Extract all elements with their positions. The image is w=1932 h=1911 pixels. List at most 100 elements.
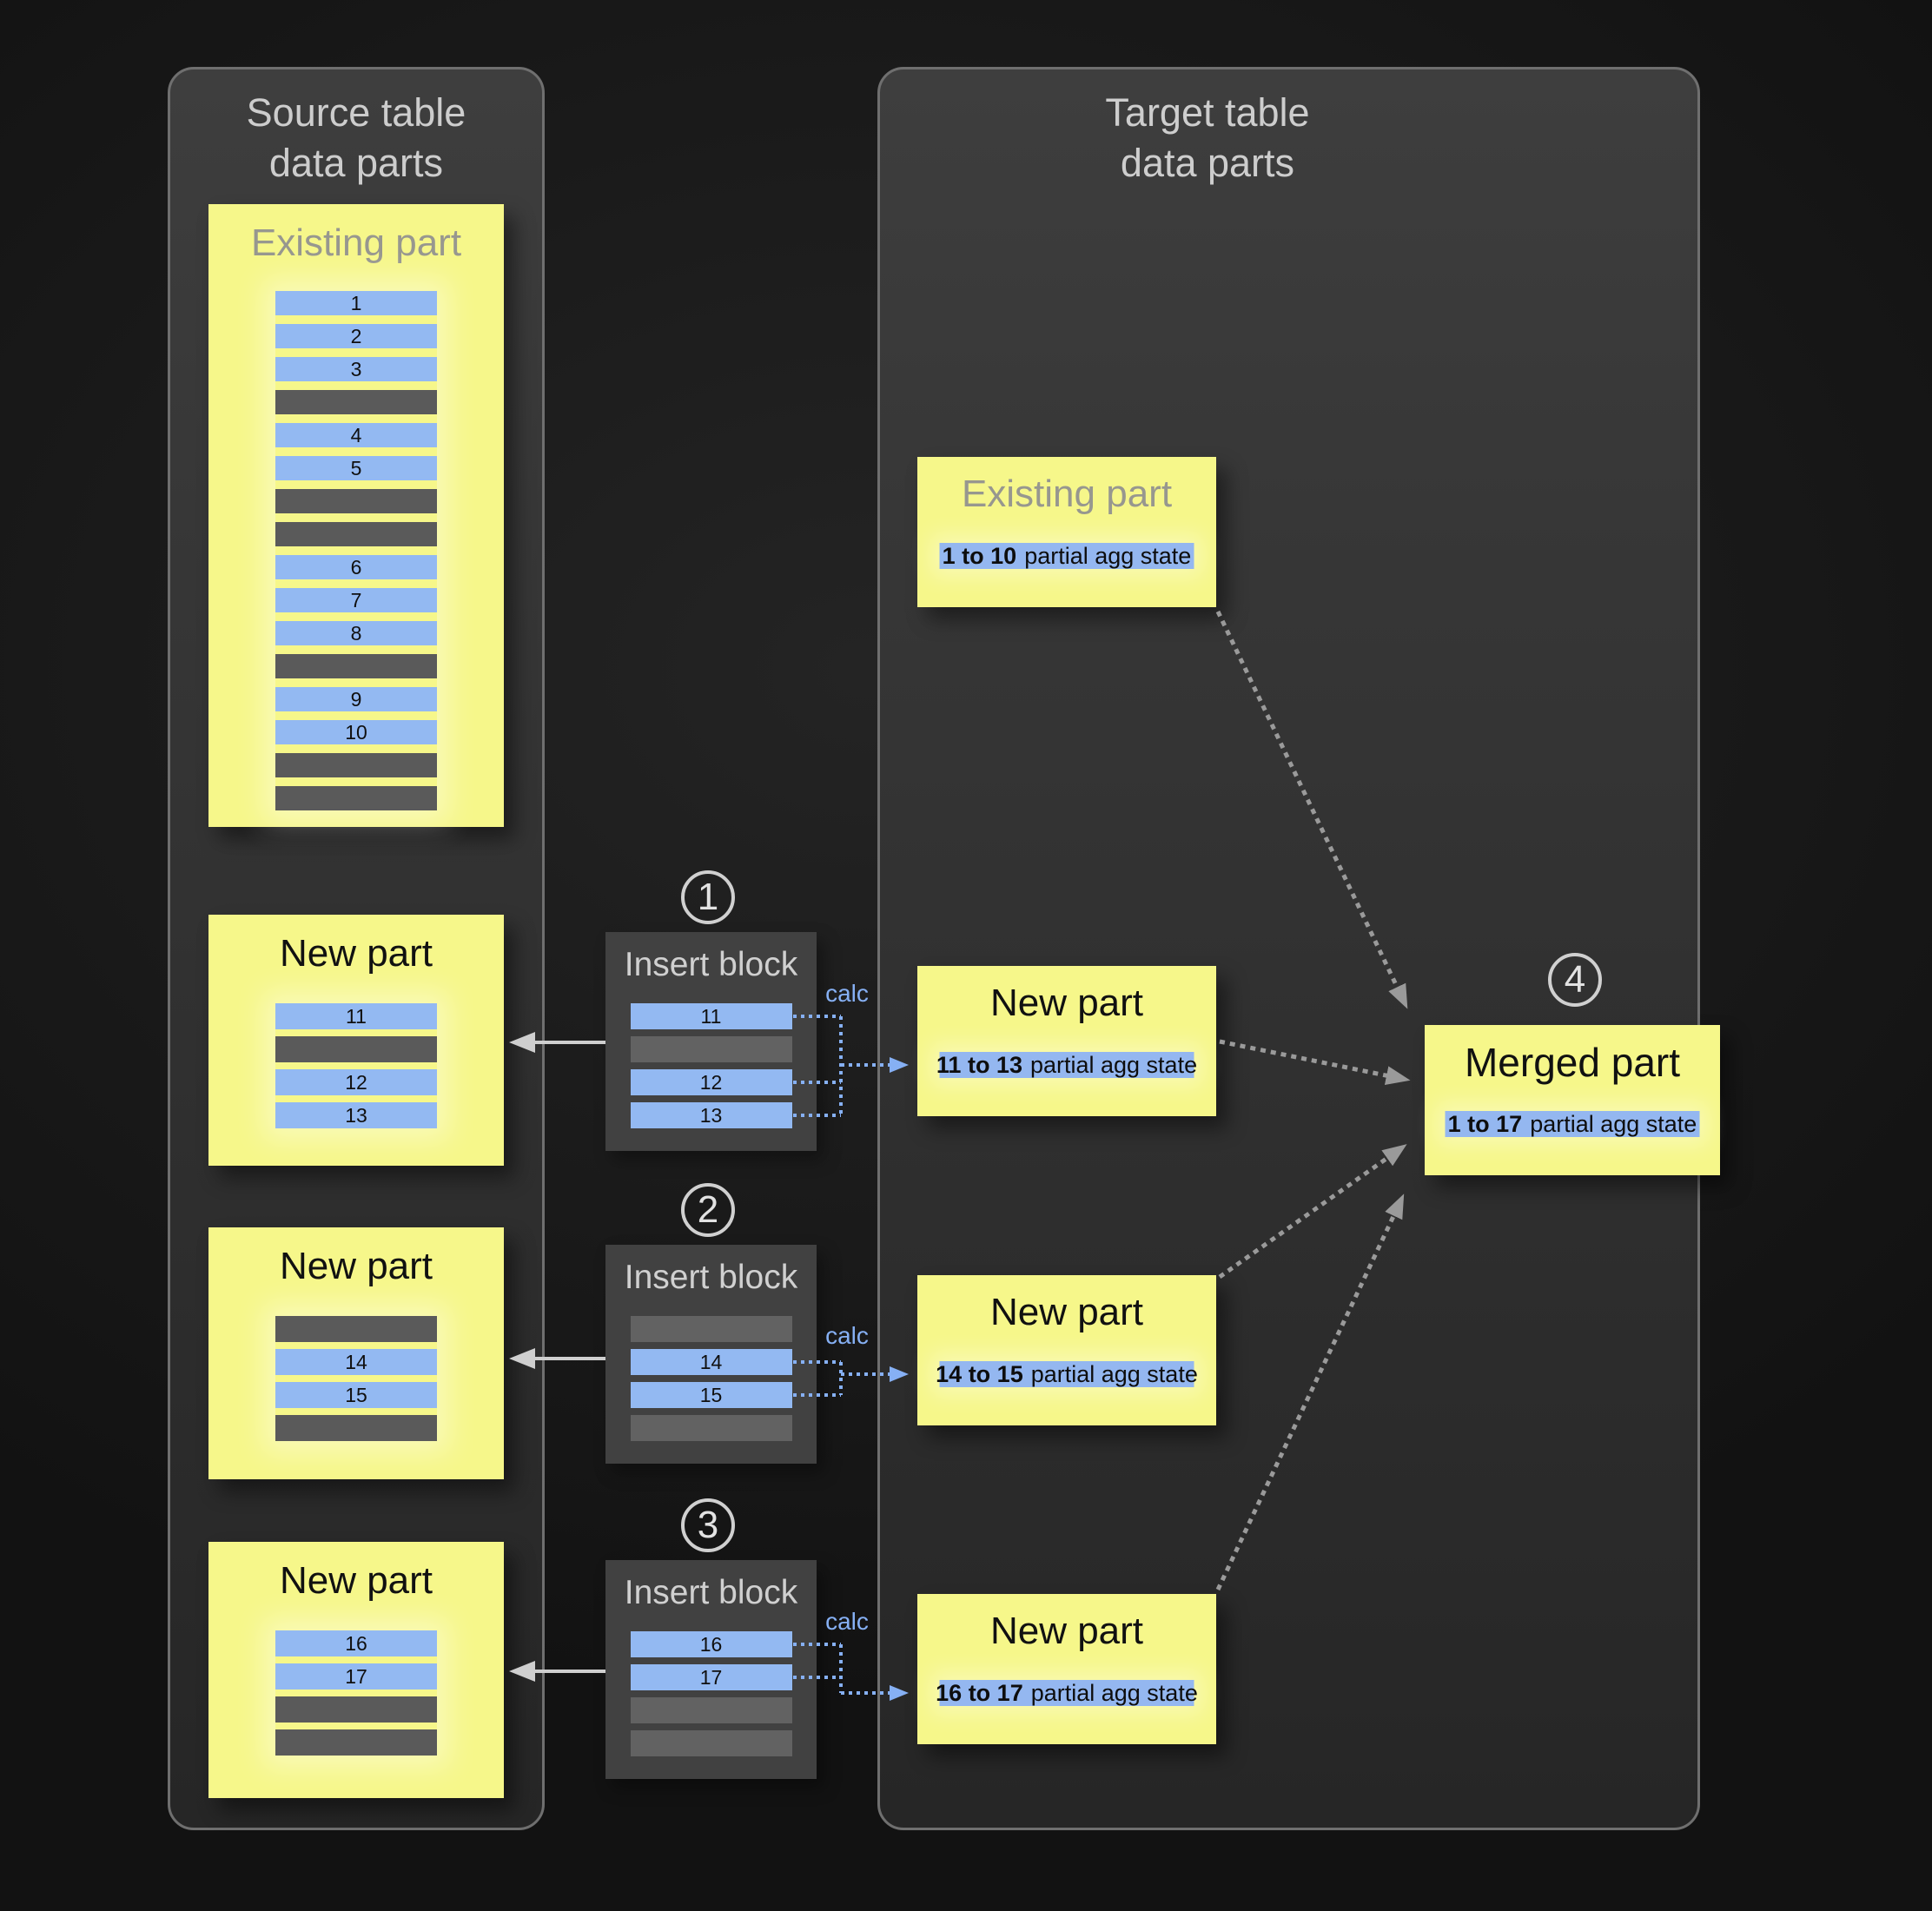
data-row: 11 bbox=[275, 1003, 437, 1029]
calc-label-2: calc bbox=[825, 1322, 869, 1349]
insert-block-3-title: Insert block bbox=[624, 1574, 798, 1611]
data-row: 12 bbox=[275, 1069, 437, 1095]
agg-state-text: partial agg state bbox=[1024, 542, 1192, 569]
step-4-circle: 4 bbox=[1548, 953, 1602, 1007]
data-row: 10 bbox=[275, 720, 437, 744]
source-new-part-3-title: New part bbox=[279, 1559, 433, 1602]
empty-row bbox=[275, 1696, 437, 1723]
target-new-part-2-title: New part bbox=[989, 1291, 1144, 1333]
empty-row bbox=[275, 1036, 437, 1062]
step-1-circle: 1 bbox=[681, 870, 735, 924]
source-panel-title-line1: Source table bbox=[246, 90, 466, 135]
target-existing-part: Existing part 1 to 10 partial agg state bbox=[917, 457, 1216, 607]
agg-state-band-1-10: 1 to 10 partial agg state bbox=[939, 542, 1194, 569]
data-row: 17 bbox=[275, 1663, 437, 1689]
empty-row bbox=[630, 1730, 792, 1756]
data-row: 17 bbox=[630, 1664, 792, 1690]
data-row: 11 bbox=[630, 1003, 792, 1029]
calc-label-3: calc bbox=[825, 1608, 869, 1635]
target-new-part-1-title: New part bbox=[989, 982, 1144, 1024]
agg-state-text: partial agg state bbox=[1029, 1051, 1198, 1078]
agg-state-text: partial agg state bbox=[1030, 1360, 1198, 1387]
empty-row bbox=[275, 1415, 437, 1441]
data-row: 2 bbox=[275, 324, 437, 348]
data-row: 15 bbox=[275, 1382, 437, 1408]
insert-block-1: Insert block 11 12 13 bbox=[605, 932, 817, 1151]
target-panel-title-line1: Target table bbox=[1105, 90, 1310, 135]
data-row: 6 bbox=[275, 555, 437, 579]
target-new-part-1: New part 11 to 13 partial agg state bbox=[917, 966, 1216, 1116]
insert-block-2-title: Insert block bbox=[624, 1259, 798, 1296]
calc-label-1: calc bbox=[825, 980, 869, 1007]
data-row: 13 bbox=[275, 1102, 437, 1128]
step-3-circle: 3 bbox=[681, 1498, 735, 1552]
source-existing-part: Existing part 1 2 3 4 5 6 7 8 9 10 bbox=[208, 204, 504, 827]
data-row: 14 bbox=[275, 1349, 437, 1375]
data-row: 16 bbox=[630, 1631, 792, 1657]
merged-part: Merged part 1 to 17 partial agg state bbox=[1425, 1025, 1720, 1175]
source-existing-part-title: Existing part bbox=[250, 222, 462, 264]
data-row: 5 bbox=[275, 456, 437, 480]
agg-range: 16 to 17 bbox=[936, 1679, 1023, 1706]
agg-range: 1 to 10 bbox=[942, 542, 1017, 569]
data-row: 3 bbox=[275, 357, 437, 381]
empty-row bbox=[275, 390, 437, 414]
empty-row bbox=[275, 654, 437, 678]
agg-state-text: partial agg state bbox=[1030, 1679, 1198, 1706]
agg-state-band-1-17: 1 to 17 partial agg state bbox=[1445, 1110, 1700, 1137]
target-panel-title: Target table data parts bbox=[903, 88, 1512, 188]
empty-row bbox=[275, 753, 437, 777]
source-existing-part-rows: 1 2 3 4 5 6 7 8 9 10 bbox=[275, 291, 437, 810]
source-new-part-1-title: New part bbox=[279, 932, 433, 975]
target-table-panel bbox=[877, 67, 1700, 1830]
agg-range: 1 to 17 bbox=[1447, 1110, 1523, 1137]
data-row: 9 bbox=[275, 687, 437, 711]
data-row: 12 bbox=[630, 1069, 792, 1095]
target-new-part-3: New part 16 to 17 partial agg state bbox=[917, 1594, 1216, 1744]
empty-row bbox=[630, 1036, 792, 1062]
source-new-part-1: New part 11 12 13 bbox=[208, 915, 504, 1166]
agg-range: 14 to 15 bbox=[936, 1360, 1023, 1387]
agg-state-band-11-13: 11 to 13 partial agg state bbox=[936, 1051, 1198, 1078]
data-row: 15 bbox=[630, 1382, 792, 1408]
target-new-part-3-title: New part bbox=[989, 1610, 1144, 1652]
data-row: 7 bbox=[275, 588, 437, 612]
data-row: 16 bbox=[275, 1630, 437, 1656]
target-existing-part-title: Existing part bbox=[961, 473, 1173, 515]
insert-block-1-rows: 11 12 13 bbox=[630, 1003, 792, 1128]
empty-row bbox=[275, 1316, 437, 1342]
empty-row bbox=[275, 522, 437, 546]
target-panel-title-line2: data parts bbox=[1120, 141, 1295, 185]
empty-row bbox=[630, 1316, 792, 1342]
empty-row bbox=[630, 1697, 792, 1723]
data-row: 4 bbox=[275, 423, 437, 447]
agg-state-band-14-15: 14 to 15 partial agg state bbox=[936, 1361, 1198, 1387]
data-row: 13 bbox=[630, 1102, 792, 1128]
source-panel-title: Source table data parts bbox=[168, 88, 545, 188]
source-panel-title-line2: data parts bbox=[268, 141, 444, 185]
step-2-circle: 2 bbox=[681, 1183, 735, 1237]
empty-row bbox=[275, 489, 437, 513]
data-row: 1 bbox=[275, 291, 437, 315]
empty-row bbox=[275, 1729, 437, 1756]
agg-state-band-16-17: 16 to 17 partial agg state bbox=[936, 1680, 1198, 1706]
empty-row bbox=[275, 786, 437, 810]
insert-block-1-title: Insert block bbox=[624, 946, 798, 983]
source-new-part-1-rows: 11 12 13 bbox=[275, 1003, 437, 1128]
data-row: 14 bbox=[630, 1349, 792, 1375]
agg-range: 11 to 13 bbox=[936, 1051, 1022, 1078]
merged-part-title: Merged part bbox=[1464, 1040, 1680, 1085]
empty-row bbox=[630, 1415, 792, 1441]
data-row: 8 bbox=[275, 621, 437, 645]
target-new-part-2: New part 14 to 15 partial agg state bbox=[917, 1275, 1216, 1425]
agg-state-text: partial agg state bbox=[1530, 1110, 1697, 1137]
source-new-part-2-title: New part bbox=[279, 1245, 433, 1287]
